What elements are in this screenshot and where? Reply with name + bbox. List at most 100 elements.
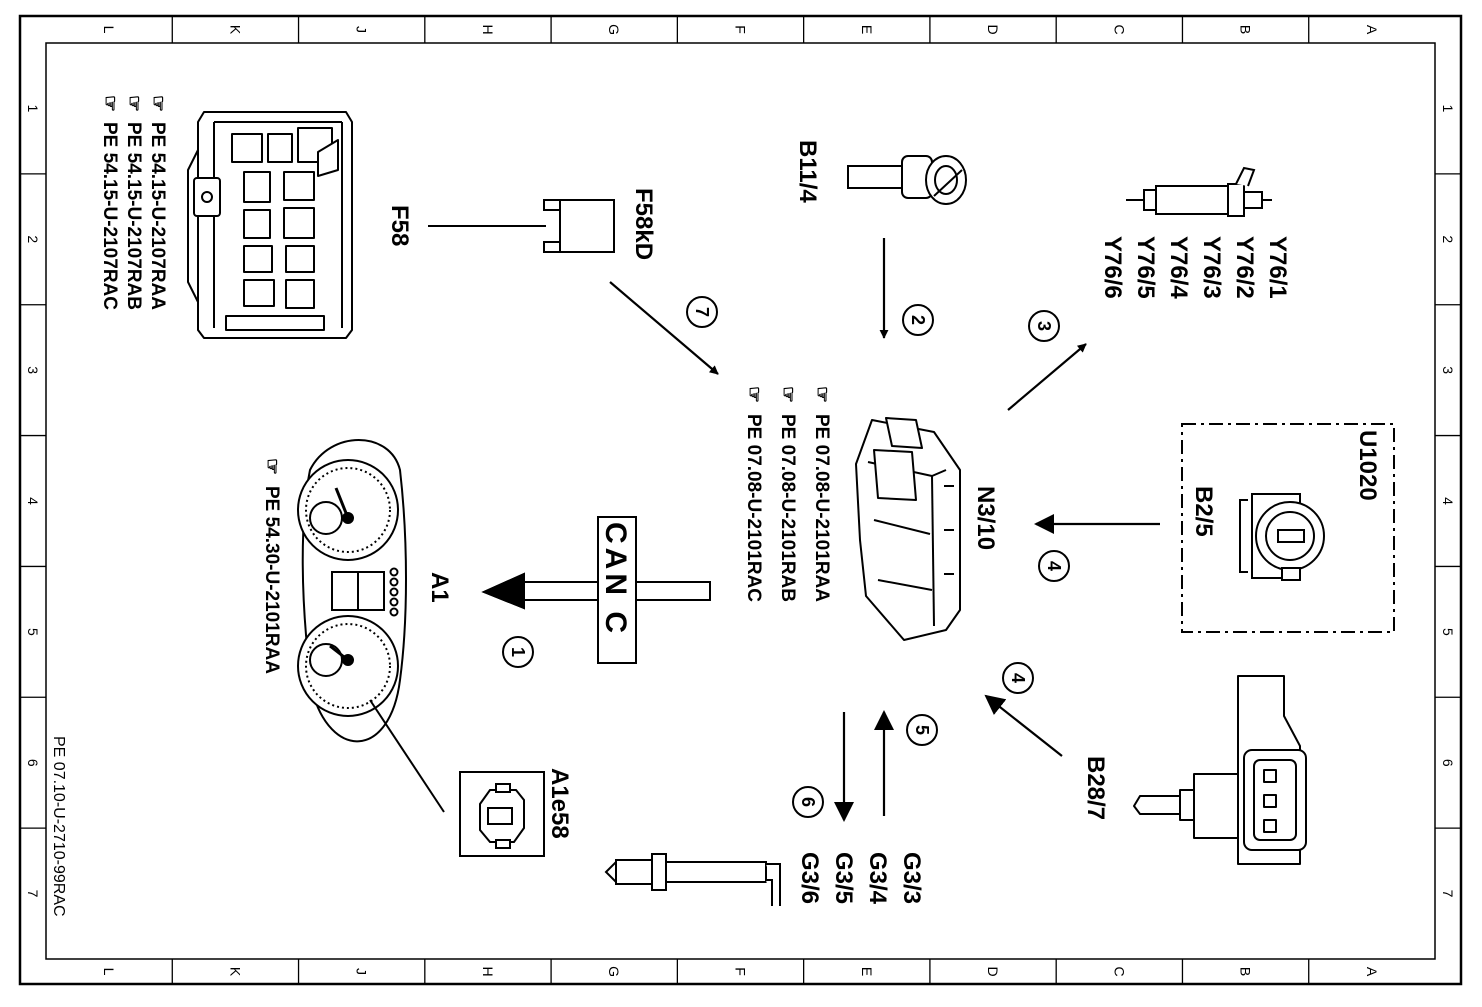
n3-10-ref-1: PE 07.08-U-2101RAA	[811, 414, 832, 602]
signal-arrow-4-b28-7	[984, 694, 1063, 757]
svg-text:4: 4	[1008, 673, 1028, 683]
svg-text:4: 4	[1044, 561, 1064, 571]
f58kd-relay-illustration	[428, 199, 615, 253]
signal-marker-2: 2	[902, 304, 934, 336]
column-label: A	[1364, 25, 1380, 35]
row-label: 5	[25, 628, 41, 636]
pe-ref-icon: ☞	[777, 386, 798, 403]
a1-ref-1: PE 54.30-U-2101RAA	[261, 486, 282, 674]
svg-text:6: 6	[798, 797, 818, 807]
pe-ref-icon: ☞	[743, 386, 764, 403]
row-label: 6	[25, 759, 41, 767]
column-label: D	[985, 966, 1001, 976]
b28-7-sensor-illustration	[1133, 675, 1307, 865]
y76-label: Y76/4	[1165, 236, 1192, 299]
row-label: 1	[1440, 105, 1456, 113]
column-label: B	[1238, 25, 1254, 34]
svg-text:3: 3	[1034, 321, 1054, 331]
column-label: H	[480, 966, 496, 976]
signal-marker-6: 6	[792, 786, 824, 818]
g3-label: G3/3	[898, 852, 925, 904]
g3-label: G3/5	[830, 852, 857, 904]
signal-number-markers: 7 2 3 4 4 5 6 1	[502, 296, 1070, 818]
f58-ref-2: PE 54.15-U-2107RAB	[123, 122, 144, 310]
row-label: 2	[1440, 235, 1456, 243]
y76-label: Y76/1	[1264, 236, 1291, 299]
n3-10-ref-2: PE 07.08-U-2101RAB	[777, 414, 798, 602]
svg-text:1: 1	[508, 647, 528, 657]
row-labels-right: 1 2 3 4 5 6 7	[1440, 105, 1456, 898]
can-label: CAN C	[599, 522, 632, 637]
row-label: 7	[1440, 890, 1456, 898]
signal-marker-5: 5	[906, 714, 938, 746]
frame-ticks	[20, 16, 1461, 984]
b2-5-sensor-illustration	[1239, 493, 1325, 581]
column-label: E	[859, 25, 875, 34]
column-label: F	[733, 967, 749, 976]
f58kd-label: F58kD	[630, 188, 657, 260]
f58-ref-3: PE 54.15-U-2107RAC	[99, 122, 120, 310]
signal-arrow-7	[609, 281, 719, 375]
column-label: E	[859, 967, 875, 976]
svg-text:5: 5	[912, 725, 932, 735]
b28-7-label: B28/7	[1082, 756, 1109, 820]
column-label: B	[1238, 967, 1254, 976]
y76-label: Y76/2	[1231, 236, 1258, 299]
column-label: K	[227, 967, 243, 977]
g3-label: G3/6	[796, 852, 823, 904]
a1e58-lamp-illustration	[459, 771, 545, 857]
document-reference: PE 07.10-U-2710-99RAC	[50, 736, 67, 917]
column-label: C	[1111, 966, 1127, 976]
y76-injector-illustration	[1126, 166, 1272, 217]
signal-arrows	[609, 238, 1160, 822]
b2-5-label: B2/5	[1190, 486, 1217, 537]
a1-references: ☞ PE 54.30-U-2101RAA	[261, 458, 282, 674]
row-label: 3	[1440, 366, 1456, 374]
signal-arrow-3	[1007, 343, 1087, 411]
column-label: C	[1111, 24, 1127, 34]
f58-fuse-box-illustration	[187, 111, 353, 339]
row-label: 2	[25, 235, 41, 243]
signal-marker-4-b28-7: 4	[1002, 662, 1034, 694]
column-label: H	[480, 24, 496, 34]
n3-10-ref-3: PE 07.08-U-2101RAC	[743, 414, 764, 602]
n3-10-references: ☞ ☞ ☞ PE 07.08-U-2101RAA PE 07.08-U-2101…	[743, 386, 832, 602]
drawing-frame	[18, 14, 1463, 986]
column-label: F	[733, 25, 749, 34]
column-label: L	[101, 968, 117, 976]
pe-ref-icon: ☞	[811, 386, 832, 403]
can-label-box	[597, 516, 637, 664]
column-label: K	[227, 25, 243, 35]
column-label: J	[354, 26, 370, 33]
row-label: 5	[1440, 628, 1456, 636]
row-label: 6	[1440, 759, 1456, 767]
column-label: A	[1364, 967, 1380, 977]
row-label: 4	[1440, 497, 1456, 505]
column-label: D	[985, 24, 1001, 34]
signal-marker-7: 7	[686, 296, 718, 328]
row-label: 1	[25, 105, 41, 113]
f58-label: F58	[386, 205, 413, 246]
pe-ref-icon: ☞	[147, 95, 168, 112]
g3-labels: G3/3 G3/4 G3/5 G3/6	[796, 852, 925, 905]
row-label: 4	[25, 497, 41, 505]
row-label: 7	[25, 890, 41, 898]
pe-ref-icon: ☞	[123, 95, 144, 112]
y76-label: Y76/5	[1132, 236, 1159, 299]
a1-instrument-cluster-illustration	[297, 439, 445, 813]
svg-text:2: 2	[908, 315, 928, 325]
a1e58-label: A1e58	[546, 768, 573, 839]
signal-marker-4-b2-5: 4	[1038, 550, 1070, 582]
svg-text:7: 7	[692, 307, 712, 317]
n3-10-label: N3/10	[972, 486, 999, 550]
column-label: G	[606, 24, 622, 35]
signal-marker-1: 1	[502, 636, 534, 668]
g3-label: G3/4	[864, 852, 891, 905]
f58-references: ☞ ☞ ☞ PE 54.15-U-2107RAA PE 54.15-U-2107…	[99, 95, 168, 310]
u1020-dashed-boundary	[1181, 423, 1395, 633]
